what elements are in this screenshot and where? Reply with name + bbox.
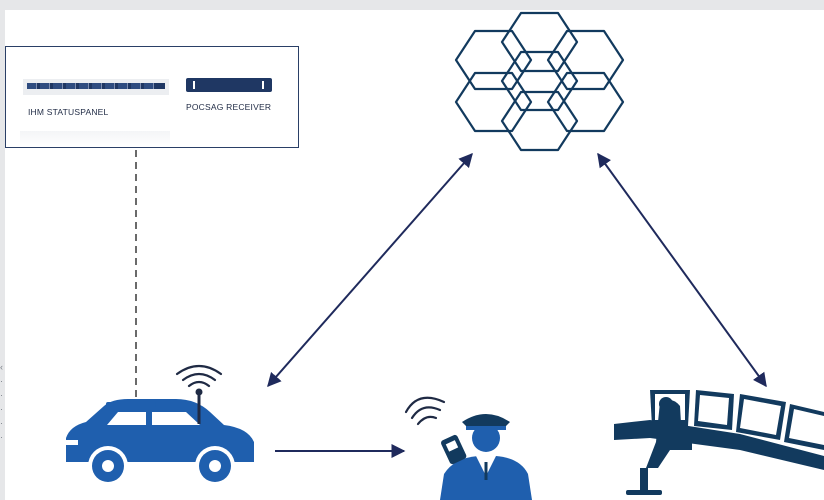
statuspanel-device — [23, 79, 169, 95]
device-panel-box: IHM STATUSPANEL POCSAG RECEIVER — [5, 46, 299, 148]
left-background-strip — [0, 0, 5, 500]
statuspanel-label: IHM STATUSPANEL — [28, 107, 109, 117]
antenna-icon — [195, 388, 203, 424]
arrow-network-control — [597, 152, 767, 388]
pocsag-receiver-device — [186, 78, 272, 92]
police-officer-icon — [440, 414, 532, 500]
radio-waves-icon — [175, 364, 223, 388]
statuspanel-keys — [27, 83, 154, 89]
arrow-car-network — [267, 152, 473, 388]
bullet-marks: ‹····· — [0, 362, 3, 442]
hexagon-network-icon — [454, 11, 625, 152]
officer-radio-waves-icon — [404, 396, 446, 426]
top-background-strip — [0, 0, 824, 10]
panel-shadow — [20, 131, 170, 147]
receiver-label: POCSAG RECEIVER — [186, 102, 272, 112]
police-car-icon — [64, 399, 254, 486]
control-room-icon — [614, 390, 824, 495]
